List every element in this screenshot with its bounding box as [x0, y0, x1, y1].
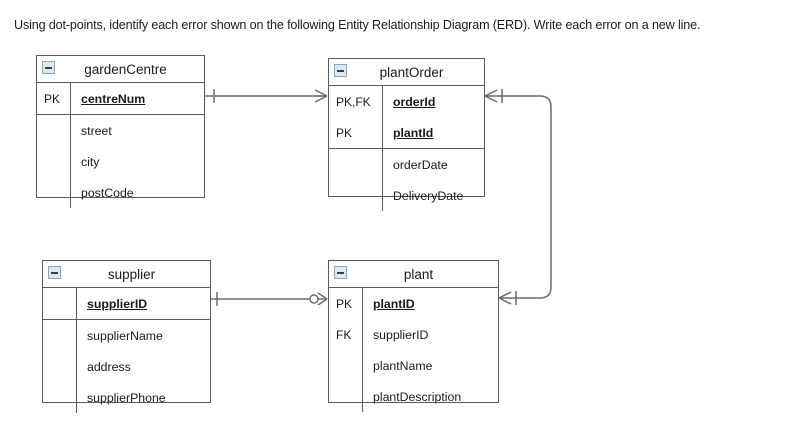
entity-header-gardenCentre: gardenCentre	[37, 56, 204, 83]
attribute-row: orderDate	[329, 149, 484, 180]
attribute-key-label	[43, 320, 77, 351]
entity-filler	[37, 208, 204, 220]
attribute-name: supplierName	[87, 328, 163, 343]
attribute-row: PK plantID	[329, 288, 498, 319]
entity-body-plant: PK plantID FK supplierID plantName plantDescr…	[329, 288, 498, 423]
attribute-name: postCode	[81, 185, 134, 200]
collapse-minus-icon[interactable]	[334, 64, 347, 77]
attribute-key-label	[37, 115, 71, 146]
collapse-minus-icon[interactable]	[42, 61, 55, 74]
attribute-name: street	[81, 123, 112, 138]
attribute-key-label	[37, 146, 71, 177]
collapse-minus-icon[interactable]	[48, 266, 61, 279]
attribute-key-label: PK,FK	[329, 86, 383, 117]
attribute-name: plantDescription	[373, 389, 462, 404]
attribute-name: address	[87, 359, 131, 374]
attribute-name: plantId	[393, 125, 434, 140]
attribute-row: address	[43, 351, 210, 382]
attribute-name: orderId	[393, 94, 436, 109]
attribute-row: city	[37, 146, 204, 177]
attribute-row: PK plantId	[329, 117, 484, 148]
attribute-row: street	[37, 115, 204, 146]
attribute-key-label	[329, 180, 383, 211]
attribute-row: DeliveryDate	[329, 180, 484, 211]
attribute-name: plantName	[373, 358, 433, 373]
attribute-key-label	[43, 382, 77, 413]
entity-body-gardenCentre: PK centreNum street city postCode	[37, 83, 204, 220]
relationship-gardenCentre-plantOrder	[205, 89, 328, 103]
entity-header-plantOrder: plantOrder	[329, 59, 484, 86]
attribute-name: DeliveryDate	[393, 188, 464, 203]
attribute-name: city	[81, 154, 100, 169]
entity-section-plant-key_section: PK plantID FK supplierID plantName plantDescr…	[329, 288, 498, 412]
attribute-key-label: PK	[329, 288, 363, 319]
entity-section-gardenCentre-attr_section: street city postCode	[37, 114, 204, 208]
entity-section-supplier-key_section: supplierID	[43, 288, 210, 319]
entity-body-supplier: supplierID supplierName address supplierPho…	[43, 288, 210, 423]
attribute-key-label	[329, 149, 383, 180]
entity-header-supplier: supplier	[43, 261, 210, 288]
attribute-key-label: PK	[37, 83, 71, 114]
attribute-row: PK,FK orderId	[329, 86, 484, 117]
collapse-minus-icon[interactable]	[334, 266, 347, 279]
attribute-name: supplierPhone	[87, 390, 166, 405]
attribute-key-label: FK	[329, 319, 363, 350]
attribute-name: centreNum	[81, 91, 146, 106]
attribute-key-label	[43, 351, 77, 382]
entity-section-gardenCentre-key_section: PK centreNum	[37, 83, 204, 114]
attribute-row: supplierName	[43, 320, 210, 351]
relationship-supplier-plant	[211, 292, 328, 306]
attribute-name: orderDate	[393, 157, 448, 172]
entity-section-supplier-attr_section: supplierName address supplierPhone	[43, 319, 210, 413]
attribute-key-label: PK	[329, 117, 383, 148]
attribute-row: plantDescription	[329, 381, 498, 412]
attribute-name: plantID	[373, 296, 415, 311]
attribute-key-label	[37, 177, 71, 208]
attribute-name: supplierID	[373, 327, 429, 342]
question-prompt: Using dot-points, identify each error sh…	[14, 18, 701, 32]
entity-header-plant: plant	[329, 261, 498, 288]
attribute-row: supplierPhone	[43, 382, 210, 413]
attribute-key-label	[329, 350, 363, 381]
attribute-row: postCode	[37, 177, 204, 208]
entity-title-plantOrder: plantOrder	[379, 64, 444, 80]
attribute-key-label	[329, 381, 363, 412]
attribute-row: plantName	[329, 350, 498, 381]
attribute-row: PK centreNum	[37, 83, 204, 114]
entity-title-plant: plant	[403, 266, 434, 282]
attribute-row: supplierID	[43, 288, 210, 319]
entity-title-supplier: supplier	[107, 266, 156, 282]
entity-filler	[329, 412, 498, 423]
entity-title-gardenCentre: gardenCentre	[84, 61, 167, 77]
attribute-name: supplierID	[87, 296, 148, 311]
entity-filler	[43, 413, 210, 423]
attribute-key-label	[43, 288, 77, 319]
attribute-row: FK supplierID	[329, 319, 498, 350]
